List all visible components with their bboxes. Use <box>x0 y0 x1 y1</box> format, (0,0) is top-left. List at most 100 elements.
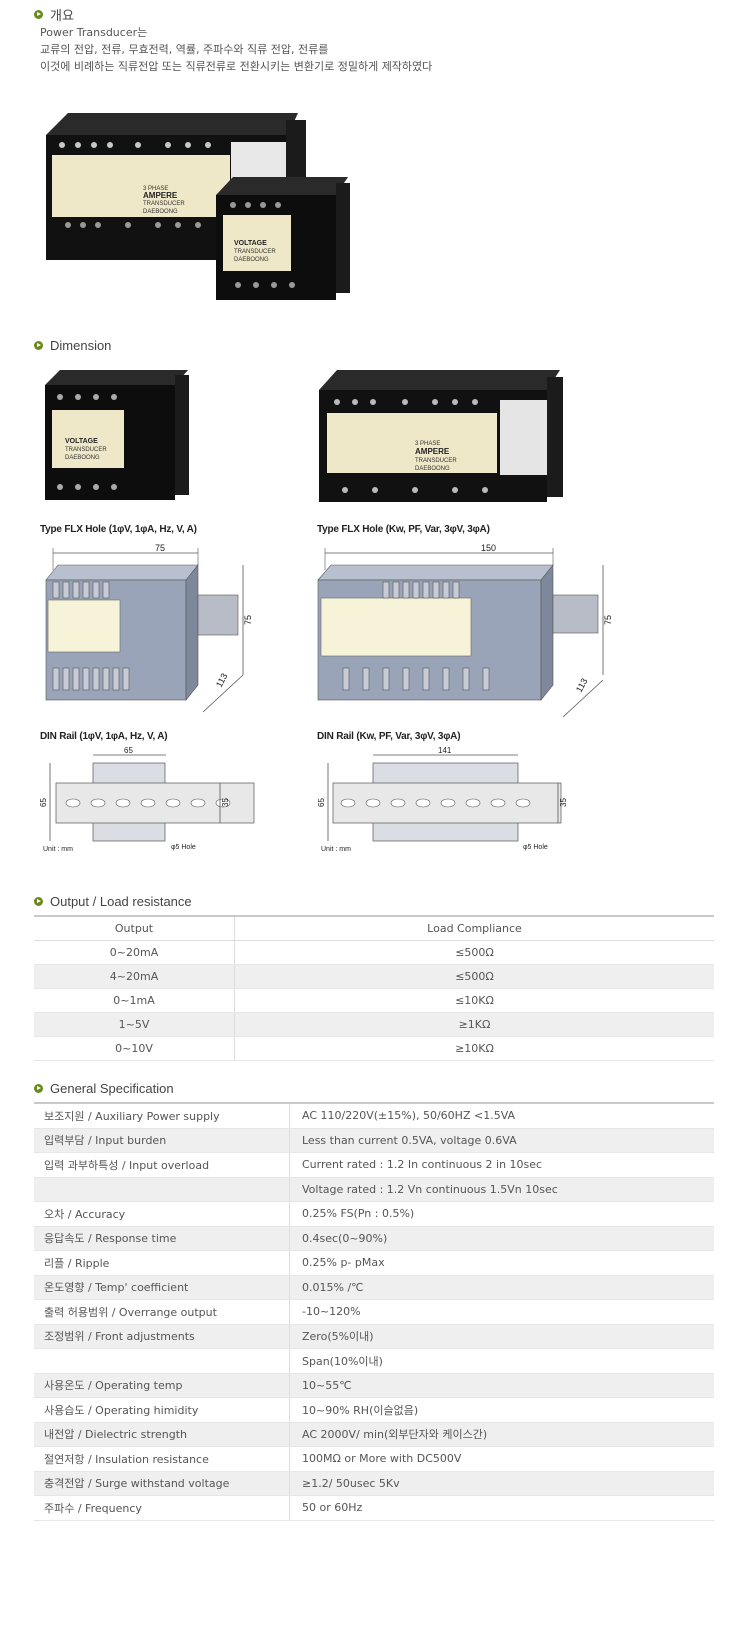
din-rail-label: 35 <box>221 798 230 807</box>
photo-label: AMPERE <box>415 447 450 456</box>
din-height-label: 65 <box>318 798 326 807</box>
table-row: 0~1mA≤10KΩ <box>34 988 714 1013</box>
table-cell: 4~20mA <box>34 964 235 989</box>
spec-key: 보조지원 / Auxiliary Power supply <box>34 1103 290 1129</box>
table-cell: ≤500Ω <box>234 964 714 989</box>
column-header: Output <box>34 915 235 941</box>
spec-key: 입력부담 / Input burden <box>34 1128 290 1153</box>
spec-key: 사용온도 / Operating temp <box>34 1373 290 1398</box>
caption-left-type: Type FLX Hole (1φV, 1φA, Hz, V, A) <box>40 524 197 535</box>
dim-height-label: 75 <box>243 615 253 625</box>
din-rail-label: 35 <box>559 798 568 807</box>
spec-value: Current rated : 1.2 In continuous 2 in 1… <box>289 1152 714 1178</box>
overview-line: 교류의 전압, 전류, 무효전력, 역률, 주파수와 직류 전압, 전류를 <box>40 43 329 56</box>
dim-height-label: 75 <box>603 615 613 625</box>
spec-value: AC 2000V/ min(외부단자와 케이스간) <box>289 1422 714 1447</box>
left-din-drawing: 65 65 35 Unit : mm φ5 Hole <box>39 746 255 853</box>
spec-value: ≥1.2/ 50usec 5Kv <box>289 1471 714 1496</box>
column-header: Load Compliance <box>234 915 714 941</box>
overview-title: 개요 <box>50 8 74 23</box>
dimension-heading: Dimension <box>34 338 111 353</box>
caption-left-din: DIN Rail (1φV, 1φA, Hz, V, A) <box>40 731 168 742</box>
din-hole-label: φ5 Hole <box>171 844 196 851</box>
photo-label: DAEBOONG <box>234 257 269 263</box>
table-cell: 0~20mA <box>34 940 235 965</box>
bullet-icon <box>34 341 43 350</box>
photo-label: 3 PHASE <box>415 441 440 447</box>
table-row: Voltage rated : 1.2 Vn continuous 1.5Vn … <box>34 1177 714 1202</box>
spec-value: Less than current 0.5VA, voltage 0.6VA <box>289 1128 714 1153</box>
spec-key: 충격전압 / Surge withstand voltage <box>34 1471 290 1496</box>
table-cell: ≥1KΩ <box>234 1012 714 1037</box>
spec-heading: General Specification <box>34 1081 174 1096</box>
photo-label: TRANSDUCER <box>234 249 276 255</box>
photo-label: TRANSDUCER <box>65 447 107 453</box>
dim-width-label: 150 <box>481 543 496 553</box>
spec-key: 내전압 / Dielectric strength <box>34 1422 290 1447</box>
overview-line: Power Transducer는 <box>40 26 148 39</box>
photo-label: TRANSDUCER <box>415 458 457 464</box>
small-unit-photo: VOLTAGE TRANSDUCER DAEBOONG <box>45 370 189 500</box>
table-row: 1~5V≥1KΩ <box>34 1012 714 1037</box>
table-row: 출력 허용범위 / Overrange output-10~120% <box>34 1299 714 1325</box>
spec-value: 100MΩ or More with DC500V <box>289 1446 714 1472</box>
photo-label: VOLTAGE <box>65 438 98 445</box>
right-din-drawing: 141 65 35 Unit : mm φ5 Hole <box>318 746 568 853</box>
output-table: Output Load Compliance 0~20mA≤500Ω 4~20m… <box>34 915 714 1061</box>
din-height-label: 65 <box>39 798 48 807</box>
spec-key: 절연저항 / Insulation resistance <box>34 1446 290 1472</box>
spec-key: 사용습도 / Operating himidity <box>34 1397 290 1423</box>
photo-label: AMPERE <box>143 191 178 200</box>
spec-value: 0.015% /℃ <box>289 1275 714 1300</box>
dim-depth-label: 113 <box>214 672 230 689</box>
spec-key: 주파수 / Frequency <box>34 1495 290 1521</box>
spec-value: 10~90% RH(이슬없음) <box>289 1397 714 1423</box>
table-cell: ≥10KΩ <box>234 1036 714 1061</box>
table-row: 충격전압 / Surge withstand voltage≥1.2/ 50us… <box>34 1471 714 1496</box>
spec-value: -10~120% <box>289 1299 714 1325</box>
spec-key: 응답속도 / Response time <box>34 1226 290 1251</box>
left-dimension-drawing: 75 75 113 <box>45 543 253 713</box>
right-dimension-drawing: 150 75 113 <box>317 543 613 718</box>
output-title: Output / Load resistance <box>50 894 192 909</box>
spec-value: AC 110/220V(±15%), 50/60HZ <1.5VA <box>289 1103 714 1129</box>
overview-text: Power Transducer는 교류의 전압, 전류, 무효전력, 역률, … <box>40 24 432 75</box>
spec-key: 조정범위 / Front adjustments <box>34 1324 290 1349</box>
spec-key <box>34 1177 290 1202</box>
spec-value: Voltage rated : 1.2 Vn continuous 1.5Vn … <box>289 1177 714 1202</box>
spec-key: 입력 과부하특성 / Input overload <box>34 1152 290 1178</box>
spec-key: 출력 허용범위 / Overrange output <box>34 1299 290 1325</box>
caption-right-din: DIN Rail (Kw, PF, Var, 3φV, 3φA) <box>317 731 461 742</box>
photo-label: 3 PHASE <box>143 186 168 192</box>
spec-key: 온도영향 / Temp' coefficient <box>34 1275 290 1300</box>
spec-value: Zero(5%이내) <box>289 1324 714 1349</box>
din-hole-label: φ5 Hole <box>523 844 548 851</box>
din-unit-label: Unit : mm <box>43 846 73 853</box>
photo-label: DAEBOONG <box>415 466 450 472</box>
table-row: Span(10%이내) <box>34 1348 714 1374</box>
output-heading: Output / Load resistance <box>34 894 192 909</box>
spec-value: Span(10%이내) <box>289 1348 714 1374</box>
din-unit-label: Unit : mm <box>321 846 351 853</box>
spec-value: 10~55℃ <box>289 1373 714 1398</box>
spec-key <box>34 1348 290 1374</box>
dim-width-label: 75 <box>155 543 165 553</box>
table-header-row: Output Load Compliance <box>34 915 714 941</box>
photo-label: TRANSDUCER <box>143 201 185 207</box>
spec-value: 0.25% p- pMax <box>289 1250 714 1276</box>
table-row: 0~10V≥10KΩ <box>34 1036 714 1061</box>
din-width-label: 65 <box>124 746 133 755</box>
overview-heading: 개요 <box>34 5 74 24</box>
bullet-icon <box>34 10 43 19</box>
